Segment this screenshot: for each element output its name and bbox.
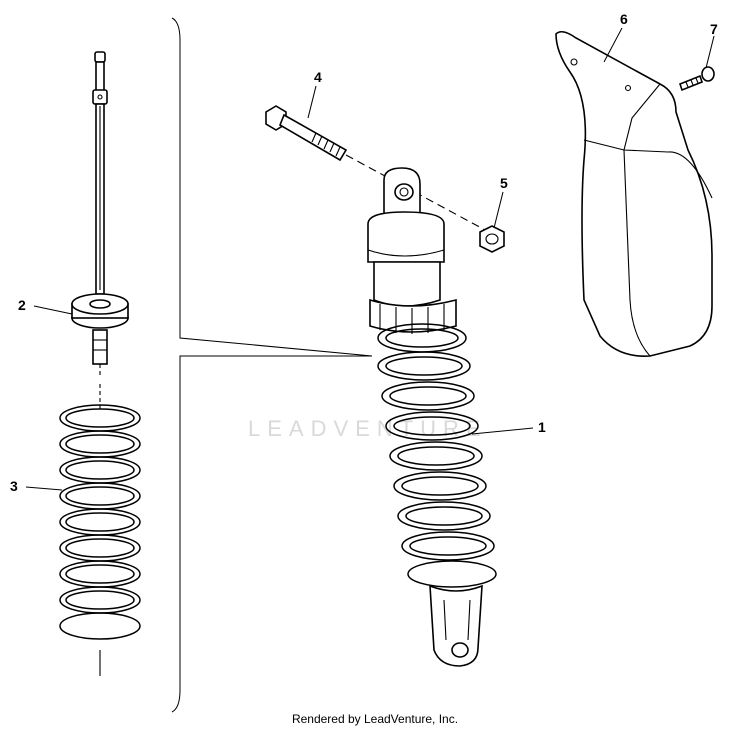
- footer-credit: Rendered by LeadVenture, Inc.: [291, 712, 459, 726]
- callout-3[interactable]: 3: [10, 478, 18, 494]
- callout-labels: 1 2 3 4 5 6 7: [10, 11, 718, 494]
- callout-6[interactable]: 6: [620, 11, 628, 27]
- shock-absorber[interactable]: [367, 167, 497, 667]
- shock-shaft-assembly[interactable]: [71, 51, 129, 378]
- shock-guard[interactable]: [555, 30, 713, 357]
- callout-7[interactable]: 7: [710, 21, 718, 37]
- subassembly-bracket: [171, 17, 373, 713]
- callout-2[interactable]: 2: [18, 297, 26, 313]
- watermark-text: LEADVENTURE: [248, 416, 488, 441]
- callout-4[interactable]: 4: [314, 69, 322, 85]
- spring[interactable]: [59, 384, 141, 676]
- callout-leaders: [25, 27, 715, 491]
- mounting-bolt[interactable]: [265, 105, 501, 239]
- callout-1[interactable]: 1: [538, 419, 546, 435]
- guard-screw[interactable]: [679, 66, 715, 92]
- lock-nut[interactable]: [479, 225, 505, 253]
- watermark: LEADVENTURE: [248, 416, 488, 441]
- callout-5[interactable]: 5: [500, 175, 508, 191]
